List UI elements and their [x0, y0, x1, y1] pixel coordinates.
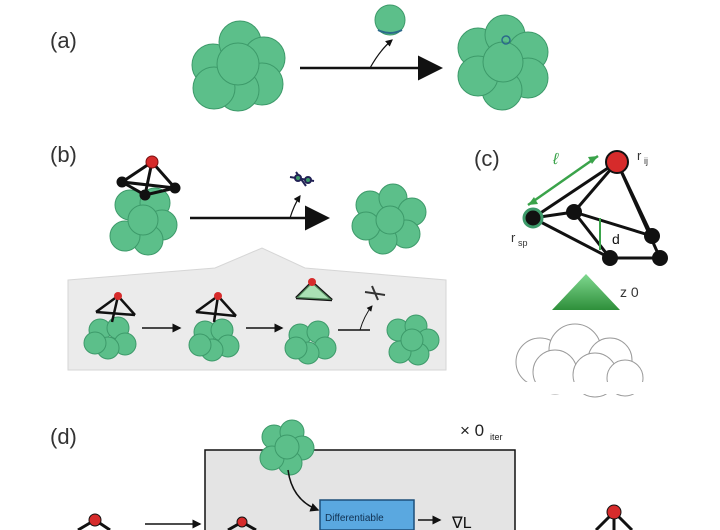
panel-d-differentiable-box	[319, 499, 415, 530]
panel-b-label: (b)	[50, 142, 77, 167]
panel-a-label: (a)	[50, 28, 77, 53]
panel-d-repeat-sub: iter	[490, 432, 503, 442]
panel-a-cluster-initial	[191, 20, 286, 112]
panel-c-rsp-sub: sp	[518, 238, 528, 248]
panel-c-rij-sub: ij	[644, 156, 648, 166]
panel-d-tip-right	[594, 504, 634, 530]
inset-step-2	[188, 292, 240, 362]
inset-fragment	[364, 285, 386, 301]
panel-d-label: (d)	[50, 424, 77, 449]
panel-c-rij-label: r	[637, 148, 642, 163]
panel-b-tip-molecule	[116, 155, 181, 201]
panel-c-label: (c)	[474, 146, 500, 171]
inset-step-1	[83, 292, 137, 360]
panel-a-cluster-final	[457, 14, 549, 111]
panel-d-grad-text: ∇L	[451, 515, 472, 530]
panel-d-tip-left	[77, 513, 111, 530]
panel-c-ell-label: ℓ	[552, 151, 559, 168]
inset-step-3	[284, 278, 337, 365]
panel-c-rsp-label: r	[511, 230, 516, 245]
panel-d-cluster	[259, 419, 315, 476]
inset-step-4	[386, 314, 440, 366]
panel-c-d-label: d	[612, 231, 620, 247]
panel-d-flow-arrow	[287, 469, 320, 512]
panel-b-release-arrow	[289, 195, 301, 219]
panel-d-repeat-label: × 0	[460, 421, 484, 440]
panel-b-fragment	[289, 171, 315, 187]
inset-release-arrow	[359, 305, 373, 331]
panel-c-cone	[552, 274, 620, 310]
panel-c-ell-arrow	[527, 154, 599, 207]
panel-a-released-atom	[374, 4, 406, 36]
panel-d-box-text: Differentiable	[325, 513, 384, 524]
panel-c-tip-geometry	[522, 150, 668, 266]
panel-a-release-arrow	[369, 39, 393, 69]
panel-b-inset-background	[67, 247, 447, 371]
panel-b-cluster-final	[351, 183, 427, 255]
panel-d-tip-middle	[227, 516, 257, 530]
panel-c-z0-label: z 0	[620, 284, 639, 300]
panel-b-cluster-initial	[109, 187, 178, 256]
panel-a-bond-mark	[377, 29, 403, 34]
